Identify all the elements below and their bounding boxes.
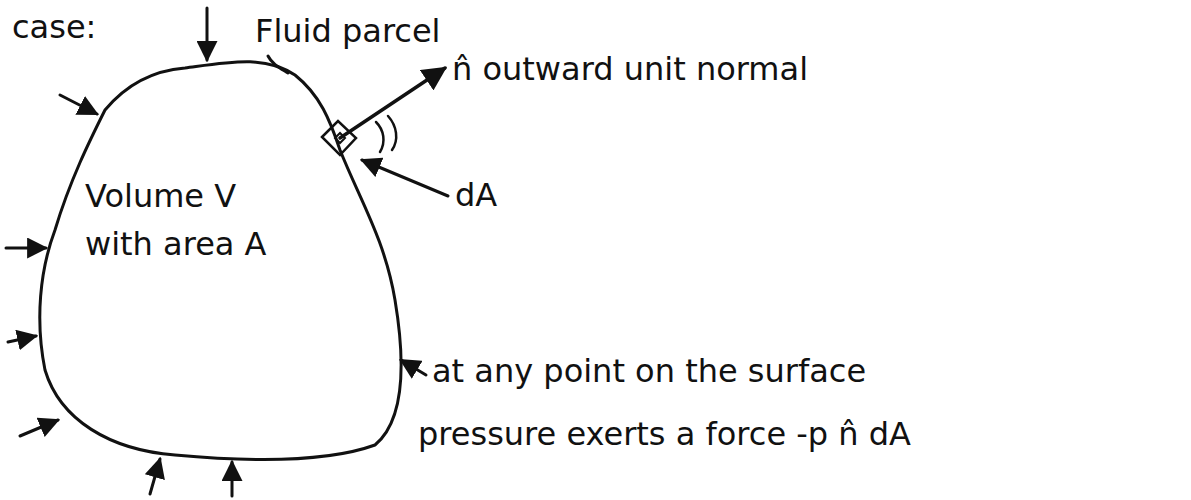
pressure-arrow xyxy=(20,420,58,436)
parcel-label: Volume V with area A xyxy=(85,172,295,268)
pressure-arrow xyxy=(6,247,46,250)
fluid-parcel: Volume V with area A xyxy=(30,50,420,470)
pressure-arrow xyxy=(206,8,209,60)
annotation-label: n̂ outward unit normal xyxy=(452,50,808,88)
node-text-group: Volume V with area A xyxy=(85,172,295,268)
annotation-label: case: xyxy=(12,8,96,46)
annotation-label: Fluid parcel xyxy=(255,12,441,50)
arc-mark xyxy=(388,116,396,150)
annotation-label: at any point on the surface xyxy=(432,352,866,390)
annotation-label: pressure exerts a force -p n̂ dA xyxy=(418,415,911,453)
pressure-arrow xyxy=(231,462,234,496)
pressure-arrow xyxy=(8,336,36,342)
normal-vector xyxy=(340,68,445,138)
leader-arrow xyxy=(362,160,448,196)
pressure-arrow xyxy=(60,95,97,114)
arc-mark xyxy=(376,122,383,152)
leader-arrow xyxy=(401,360,426,375)
pressure-arrow xyxy=(150,459,160,494)
annotation-label: dA xyxy=(455,176,497,214)
